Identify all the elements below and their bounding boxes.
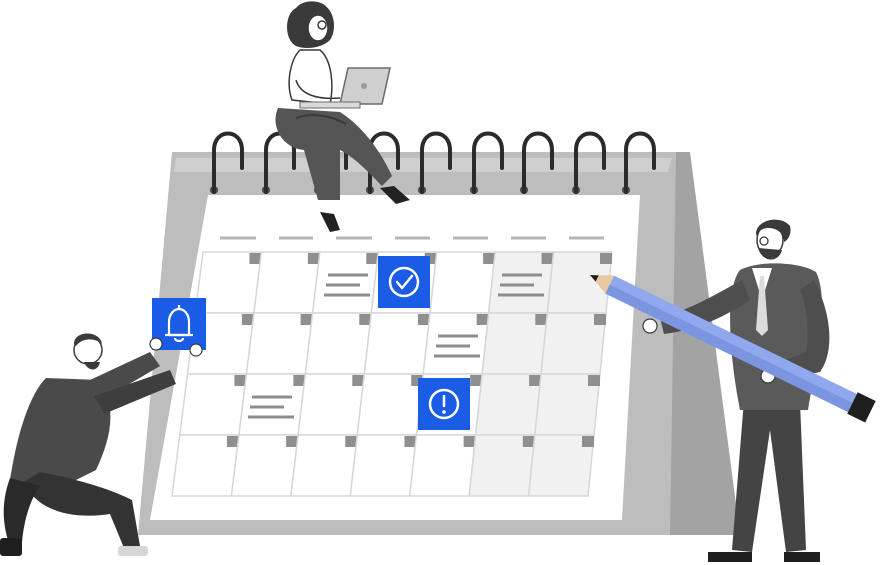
- man-holding-pencil: [642, 219, 830, 562]
- calendar-cell-tab: [249, 253, 262, 264]
- calendar-cell-tab: [286, 436, 299, 447]
- cell-notes: [248, 273, 544, 419]
- check-circle-icon: [388, 266, 420, 298]
- giant-pencil: [590, 275, 876, 423]
- calendar-cell-tab: [352, 375, 365, 386]
- calendar-cell-tab: [588, 375, 600, 386]
- calendar-cell-tab: [417, 314, 430, 325]
- calendar-cell-tab: [307, 253, 320, 264]
- calendar-cell-tab: [404, 436, 417, 447]
- binding-ring: [522, 131, 554, 194]
- event-card-alert[interactable]: [418, 378, 470, 430]
- exclamation-circle-icon: [428, 388, 460, 420]
- calendar-cell-tab: [582, 436, 594, 447]
- calendar-cell-tab: [541, 253, 554, 264]
- man-holding-bell-card: [0, 298, 206, 556]
- calendar-cell-tab: [463, 436, 476, 447]
- calendar-cell-tab: [226, 436, 239, 447]
- calendar-cell-tab: [522, 436, 535, 447]
- calendar-cell-tab: [424, 253, 437, 264]
- calendar-cell-tab: [529, 375, 542, 386]
- calendar-cell-tab: [600, 253, 612, 264]
- calendar-cell-tab: [483, 253, 496, 264]
- binding-ring: [624, 131, 656, 194]
- calendar-cell-tab: [359, 314, 372, 325]
- calendar-cell-tab: [241, 314, 254, 325]
- bell-icon: [165, 305, 193, 343]
- calendar-cell-tab: [411, 375, 424, 386]
- binding-ring: [420, 131, 452, 194]
- calendar-cell-tab: [300, 314, 313, 325]
- binding-ring: [574, 131, 606, 194]
- binding-ring: [472, 131, 504, 194]
- desk-calendar: [138, 131, 740, 535]
- calendar-cell-tab: [535, 314, 548, 325]
- calendar-cell-tab: [476, 314, 489, 325]
- calendar-cell-tab: [366, 253, 379, 264]
- calendar-cell-tab: [345, 436, 358, 447]
- calendar-cell-tab: [594, 314, 606, 325]
- woman-with-laptop: [275, 1, 410, 232]
- calendar-cell-tab: [293, 375, 306, 386]
- calendar-cell-tab: [234, 375, 247, 386]
- calendar-day-cell[interactable]: [527, 434, 595, 497]
- binding-ring: [212, 131, 244, 194]
- calendar-cell-tab: [470, 375, 483, 386]
- event-card-done[interactable]: [378, 256, 430, 308]
